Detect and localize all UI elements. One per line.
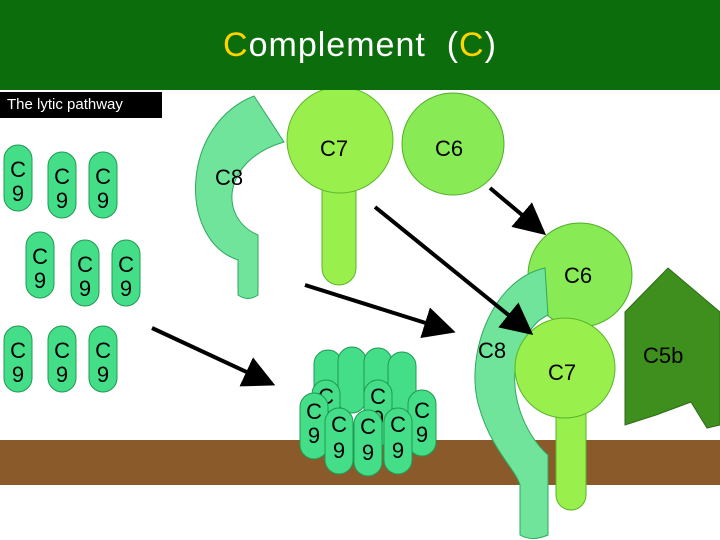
c9-molecule: C 9 [111,239,141,307]
c9-digit: 9 [333,438,345,463]
title-paren-open: ( [446,26,460,64]
c9-digit: 9 [362,440,374,465]
c9-letter: C [10,157,26,182]
c9-molecule: C 9 [3,325,33,393]
c9-digit: 9 [56,362,68,387]
c5b-label: C5b [643,343,683,368]
c9-digit: 9 [416,422,428,447]
c9-digit: 9 [12,362,24,387]
slide-subtitle: The lytic pathway [0,92,162,118]
c9-letter: C [370,384,386,409]
c9-letter: C [331,412,347,437]
c9-digit: 9 [34,268,46,293]
c9-molecule: C 9 [353,409,383,477]
pathway-arrows [151,186,547,387]
c6-molecule: C6 [401,92,505,196]
arrow-c8-to-complex [304,283,456,339]
c6-label: C6 [435,136,463,161]
c7-label: C7 [320,136,348,161]
c9-letter: C [306,399,322,424]
title-initial: C [223,26,249,64]
c9-molecule: C 9 [299,392,329,460]
c9-letter: C [10,338,26,363]
c9-pore-cluster: C 9 C 9 C 9 C 9 C 9 [299,346,437,477]
title-letter: C [459,26,485,64]
c6-bound-label: C6 [564,263,592,288]
c8-molecule: C8 [195,95,285,299]
c9-digit: 9 [392,438,404,463]
free-c9-group: C 9 C 9 C 9 C 9 C 9 [3,144,141,393]
title-word: omplement [248,26,426,64]
c9-letter: C [54,338,70,363]
c9-letter: C [95,164,111,189]
c9-molecule: C 9 [47,151,77,219]
lytic-pathway-diagram: C 9 C 9 C 9 C 9 C 9 [0,90,720,539]
c9-digit: 9 [120,276,132,301]
c9-molecule: C 9 [324,407,354,475]
c9-molecule: C 9 [407,389,437,457]
c9-molecule: C 9 [3,144,33,212]
c6-bound-molecule: C6 [527,222,633,328]
c9-letter: C [414,398,430,423]
c9-digit: 9 [56,188,68,213]
c9-molecule: C 9 [47,325,77,393]
c9-digit: 9 [308,423,320,448]
c7-bound-label: C7 [548,360,576,385]
arrow-c9-to-pore [151,326,276,387]
c9-digit: 9 [97,188,109,213]
c9-letter: C [390,412,406,437]
c8-bound-label: C8 [478,338,506,363]
c9-molecule: C 9 [88,151,118,219]
c9-letter: C [95,338,111,363]
c9-letter: C [118,252,134,277]
title-paren-close: ) [484,26,497,64]
title-bar [0,0,720,90]
c7-molecule: C7 [286,90,394,286]
c9-digit: 9 [79,276,91,301]
c9-digit: 9 [12,181,24,206]
slide-title: Complement (C) [0,26,720,65]
arrow-c7-to-complex [373,205,534,336]
c9-letter: C [77,252,93,277]
c5b-molecule: C5b [624,267,720,429]
c9-molecule: C 9 [88,325,118,393]
c8-label: C8 [215,165,243,190]
c9-letter: C [54,164,70,189]
c9-molecule: C 9 [25,231,55,299]
c9-molecule [337,346,367,414]
c9-letter: C [32,244,48,269]
c7-bound-molecule: C7 [514,317,616,511]
c9-letter: C [360,414,376,439]
c9-digit: 9 [97,362,109,387]
c9-molecule: C 9 [70,239,100,307]
arrow-c6-to-complex [488,186,547,236]
c9-molecule: C 9 [383,407,413,475]
